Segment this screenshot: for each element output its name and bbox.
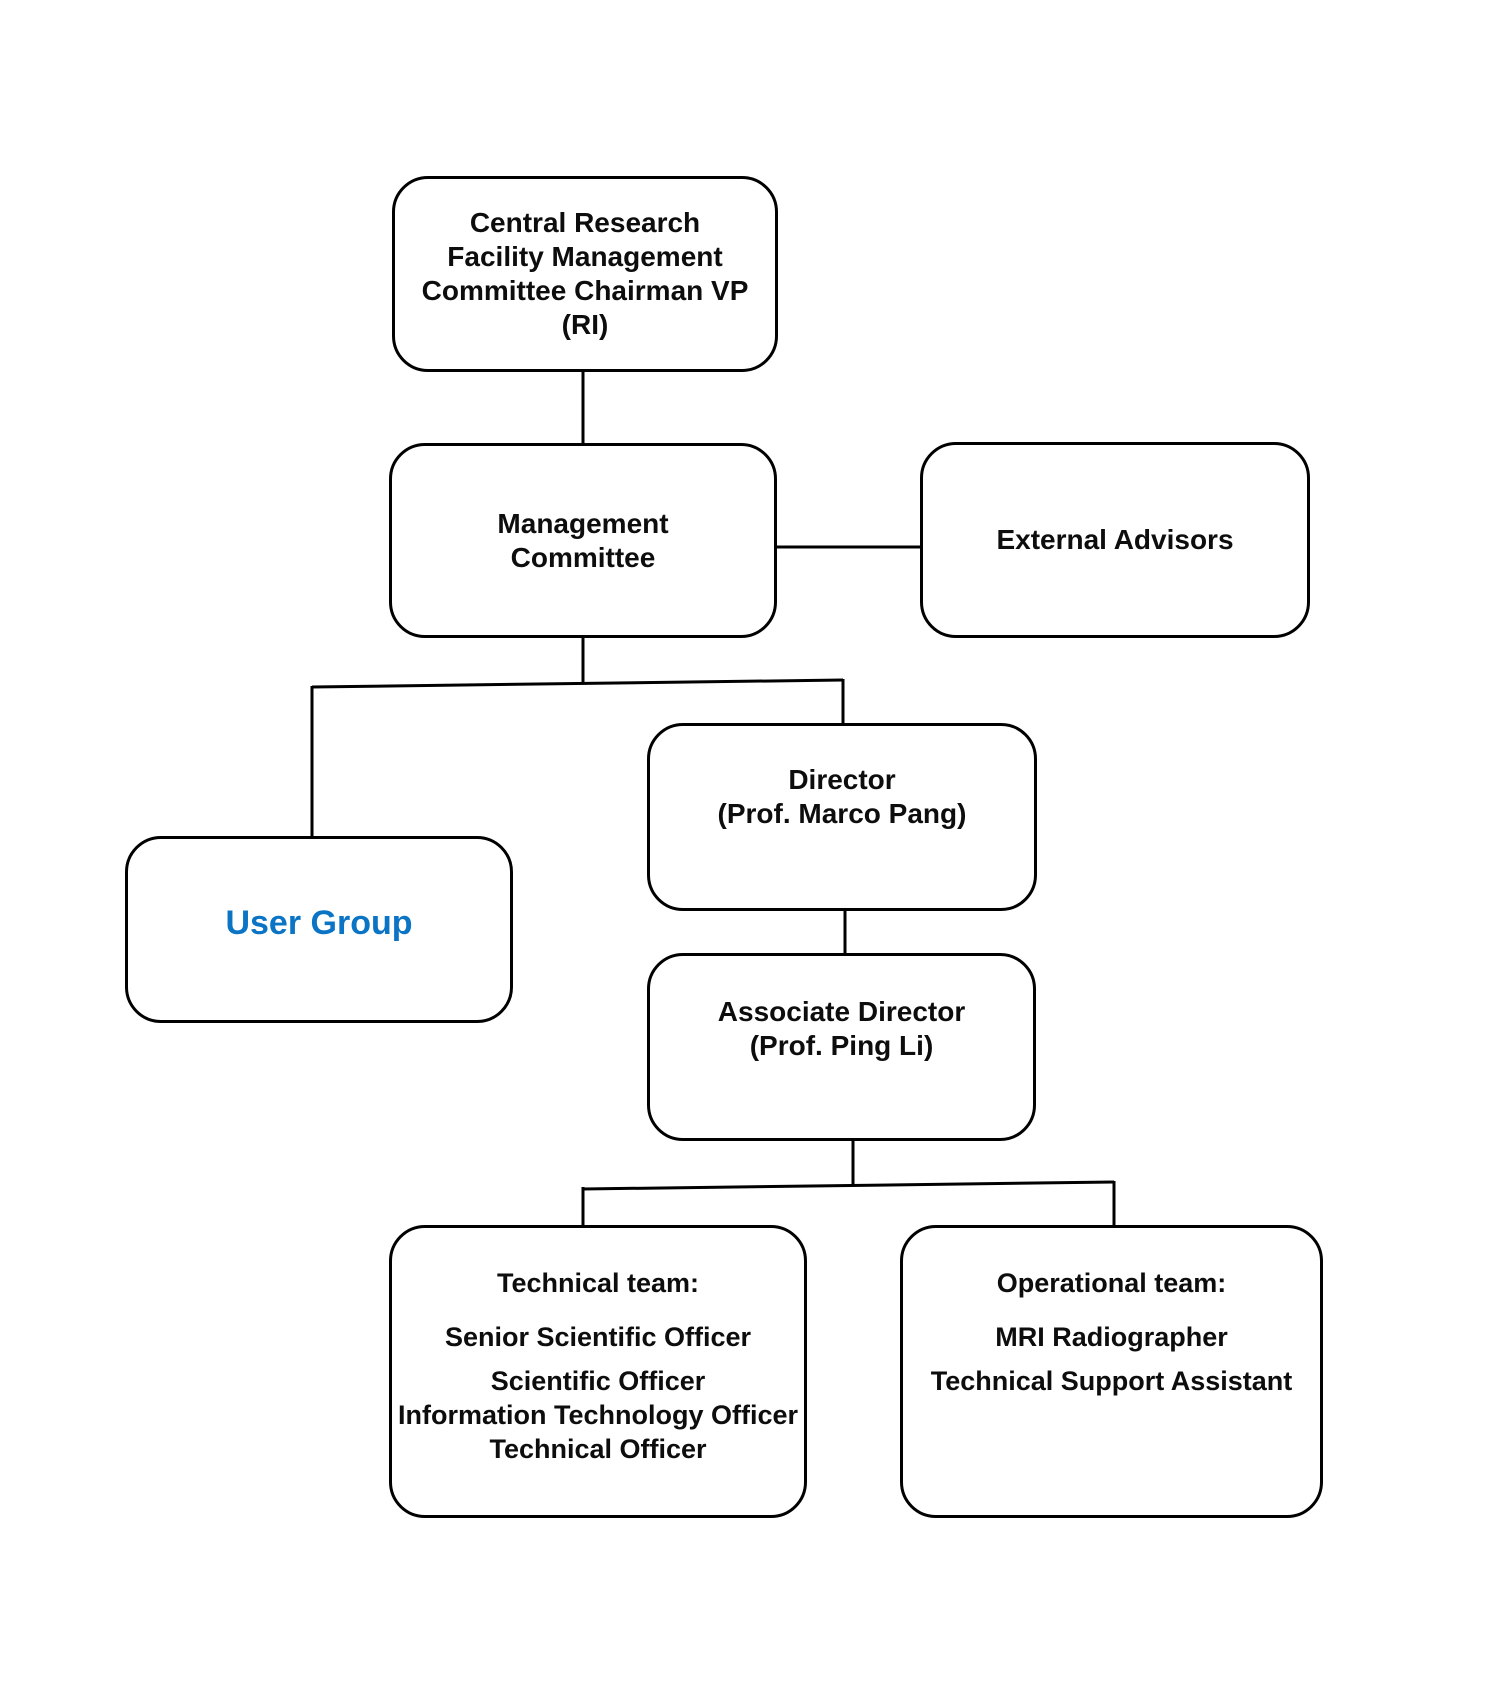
- node-technical-team: Technical team: Senior Scientific Office…: [389, 1225, 807, 1518]
- node-chairman-line: Facility Management: [447, 241, 723, 272]
- technical-team-member: Scientific Officer: [490, 1366, 706, 1396]
- node-director-line: (Prof. Marco Pang): [717, 798, 967, 829]
- technical-team-heading: Technical team:: [496, 1268, 700, 1298]
- node-director-line: Director: [788, 764, 896, 795]
- operational-team-member: MRI Radiographer: [995, 1322, 1228, 1352]
- node-management-committee: Management Committee: [389, 443, 777, 638]
- node-external-advisors: External Advisors: [920, 442, 1310, 638]
- node-user-group: User Group: [125, 836, 513, 1023]
- node-associate-director-line: (Prof. Ping Li): [749, 1030, 934, 1061]
- node-user-group-label: User Group: [225, 903, 413, 942]
- connector-branch-lower: [582, 1180, 1115, 1191]
- operational-team-member: Technical Support Assistant: [930, 1366, 1293, 1396]
- node-management-committee-line: Management: [497, 507, 669, 539]
- technical-team-member: Senior Scientific Officer: [444, 1322, 752, 1352]
- node-management-committee-line: Committee: [510, 541, 656, 573]
- node-operational-team: Operational team: MRI Radiographer Techn…: [900, 1225, 1323, 1518]
- technical-team-members: Senior Scientific Officer Scientific Off…: [398, 1320, 798, 1466]
- node-external-advisors-line: External Advisors: [996, 524, 1234, 555]
- node-chairman: Central Research Facility Management Com…: [392, 176, 778, 372]
- connector-branch-upper: [311, 678, 844, 689]
- operational-team-heading: Operational team:: [996, 1268, 1227, 1298]
- node-chairman-line: (RI): [561, 309, 609, 340]
- technical-team-member: Information Technology Officer: [397, 1400, 799, 1430]
- operational-team-members: MRI Radiographer Technical Support Assis…: [931, 1320, 1293, 1398]
- node-chairman-line: Central Research: [469, 207, 701, 238]
- node-director: Director (Prof. Marco Pang): [647, 723, 1037, 911]
- node-chairman-line: Committee Chairman VP: [421, 275, 749, 306]
- node-associate-director-line: Associate Director: [717, 996, 966, 1027]
- technical-team-member: Technical Officer: [489, 1434, 707, 1464]
- node-associate-director: Associate Director (Prof. Ping Li): [647, 953, 1036, 1141]
